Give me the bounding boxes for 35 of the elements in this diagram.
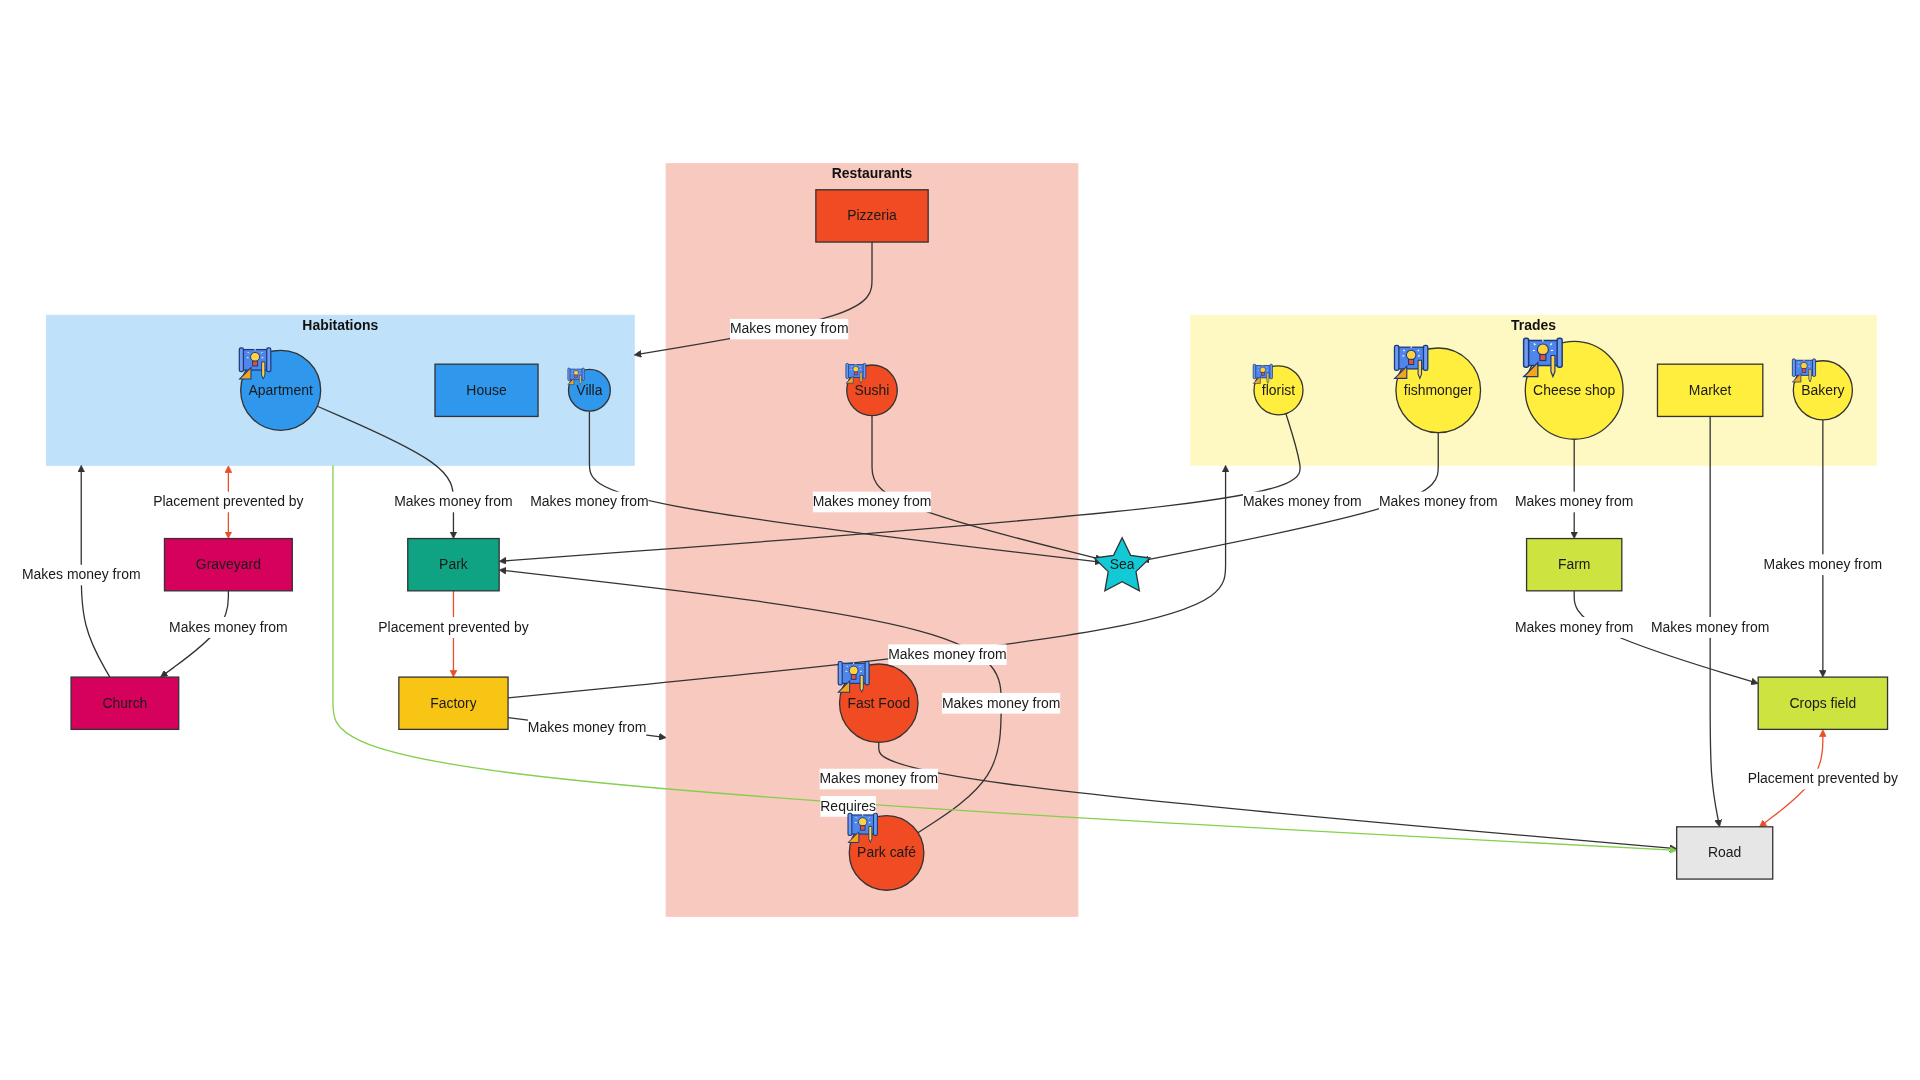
arrow xyxy=(316,405,458,539)
edge-label: Makes money from xyxy=(169,619,288,635)
edge-label: Placement prevented by xyxy=(153,494,304,509)
arrow xyxy=(1819,419,1827,678)
arrow xyxy=(1709,415,1722,828)
edge-label: Makes money from xyxy=(527,719,647,735)
edge-label: Makes money from xyxy=(530,494,649,509)
node-box: Pizzeria xyxy=(815,189,929,243)
edge-label: Makes money from xyxy=(888,646,1007,662)
node-box: Road xyxy=(1676,826,1774,880)
node-box: Church xyxy=(70,676,180,731)
node-box: Farm xyxy=(1525,537,1623,592)
node-box: Market xyxy=(1656,363,1764,418)
edge-label: Placement prevented by xyxy=(378,619,529,635)
arrow xyxy=(77,465,111,678)
edge-label: Makes money from xyxy=(394,494,513,509)
edge-label: Makes money from xyxy=(812,494,932,509)
edge-label: Makes money from xyxy=(1378,494,1498,509)
edge-label: Makes money from xyxy=(729,321,849,337)
edge-label: Makes money from xyxy=(819,771,939,787)
node-box: Crops field xyxy=(1757,676,1889,731)
node-box: House xyxy=(434,363,539,418)
edge-label: Makes money from xyxy=(1650,619,1770,635)
node-box: Factory xyxy=(398,676,509,731)
edge-label: Makes money from xyxy=(941,695,1061,711)
node-box: Park xyxy=(407,537,500,592)
arrow xyxy=(633,241,873,358)
edge-label: Makes money from xyxy=(1514,494,1634,509)
node-box: Graveyard xyxy=(163,537,293,592)
edge-label: Makes money from xyxy=(1243,494,1362,509)
edge-label: Requires xyxy=(820,798,877,814)
edge-label: Makes money from xyxy=(1514,619,1634,635)
edge-label: Makes money from xyxy=(21,567,141,583)
edge-label: Makes money from xyxy=(1763,556,1883,572)
edge-label: Placement prevented by xyxy=(1747,771,1899,787)
